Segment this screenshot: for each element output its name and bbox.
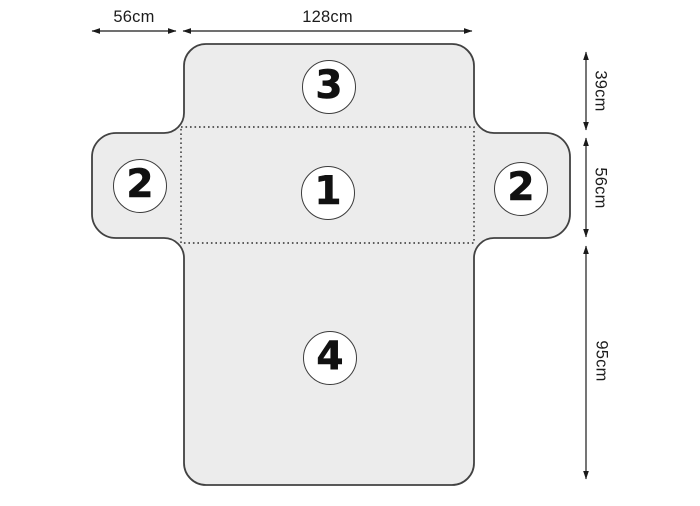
dimension-label-middle-height: 56cm <box>591 167 610 209</box>
section-number-top: 3 <box>315 63 343 108</box>
template-outline-shape <box>91 43 571 486</box>
section-marker-bottom: 4 <box>303 331 357 385</box>
section-marker-left-flap: 2 <box>113 159 167 213</box>
section-marker-center: 1 <box>301 166 355 220</box>
section-marker-top: 3 <box>302 60 356 114</box>
dimension-label-bottom-height: 95cm <box>592 340 611 382</box>
section-marker-right-flap: 2 <box>494 162 548 216</box>
dimension-label-flap-width: 56cm <box>113 8 155 26</box>
section-number-bottom: 4 <box>316 334 344 379</box>
dimension-label-body-width: 128cm <box>302 8 353 26</box>
section-number-left-flap: 2 <box>126 162 154 207</box>
dimension-label-top-height: 39cm <box>591 70 610 112</box>
section-number-right-flap: 2 <box>507 165 535 210</box>
section-number-center: 1 <box>314 169 342 214</box>
